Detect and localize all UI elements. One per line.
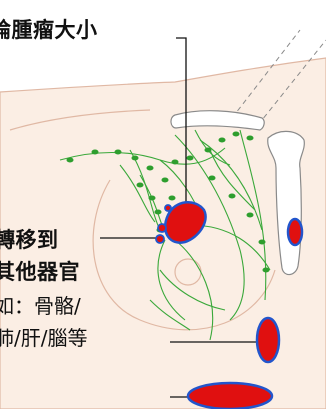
organ-metastasis-1 [255,316,281,364]
clavicle-bone [170,110,265,131]
tumor-size-pointer [176,37,187,210]
nodal-metastasis-1 [157,223,167,233]
sternum-metastasis [286,217,304,247]
example-label-line2: 肺/肝/腦等 [0,326,88,350]
primary-tumor [163,201,207,244]
nipple [174,258,202,286]
nodal-metastasis-3 [164,204,172,212]
arm-dashed-outline [231,29,326,126]
lymph-nodes [66,131,270,273]
nodal-metastasis-2 [155,234,165,244]
tumor-size-label: 論腫瘤大小 [0,18,98,42]
organ-metastasis-2 [186,381,274,409]
example-label-line1: 如：骨骼/ [0,294,81,318]
chest-shading [9,109,151,131]
spread-label-line1: 轉移到 [0,228,59,252]
breast-outline [92,179,276,331]
spread-label-line2: 其他器官 [0,260,80,284]
